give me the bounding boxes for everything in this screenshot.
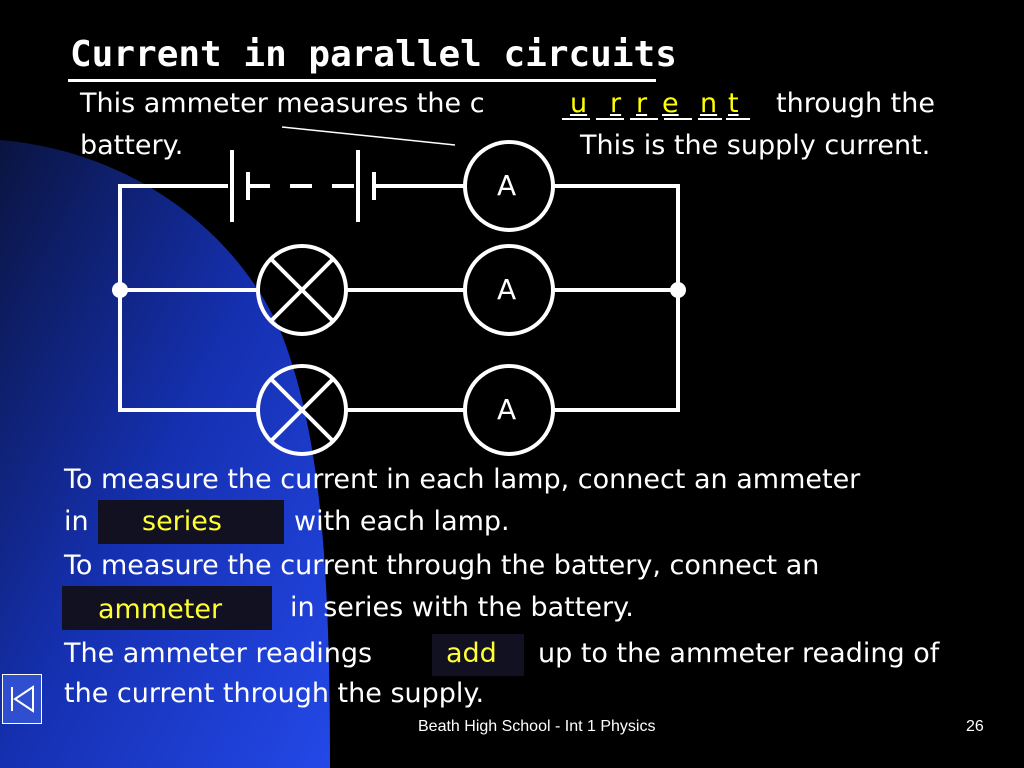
ammeter-label-lamp-2: A — [497, 393, 517, 426]
junction-dot-right — [670, 282, 686, 298]
lamp-1 — [256, 244, 348, 336]
question-1-suffix: with each lamp. — [294, 506, 510, 537]
slide-number: 26 — [966, 718, 984, 735]
pointer-arrow — [281, 126, 456, 146]
page-title: Current in parallel circuits — [70, 34, 677, 75]
intro-line1-prefix: This ammeter measures the c — [80, 88, 485, 119]
blank-letter-1: u — [570, 88, 588, 119]
blank-letter-2: r — [610, 88, 622, 119]
ammeter-lamp-2 — [463, 364, 555, 456]
intro-line2-left: battery. — [80, 130, 184, 161]
answer-ammeter: ammeter — [98, 594, 223, 625]
ammeter-label-supply: A — [497, 169, 517, 202]
title-underline — [68, 79, 656, 82]
intro-line1-suffix: through the — [776, 88, 935, 119]
question-2-line1: To measure the current through the batte… — [64, 550, 820, 581]
question-3-suffix: up to the ammeter reading of — [538, 638, 940, 669]
ammeter-lamp-1 — [463, 244, 555, 336]
footer-school: Beath High School - Int 1 Physics — [418, 718, 656, 735]
blank-letter-5: n — [700, 88, 718, 119]
ammeter-label-lamp-1: A — [497, 273, 517, 306]
question-1-prefix: in — [64, 506, 89, 537]
question-1-line1: To measure the current in each lamp, con… — [64, 464, 861, 495]
question-3-line2: the current through the supply. — [64, 678, 485, 709]
question-3-prefix: The ammeter readings — [64, 638, 373, 669]
blank-underscores — [562, 118, 750, 120]
ammeter-supply — [463, 140, 555, 232]
blank-letter-3: r — [636, 88, 648, 119]
lamp-2 — [256, 364, 348, 456]
answer-box-3 — [432, 634, 524, 676]
question-2-suffix: in series with the battery. — [290, 592, 634, 623]
answer-box-1 — [98, 500, 284, 544]
junction-dot-left — [112, 282, 128, 298]
answer-add: add — [446, 638, 497, 669]
first-slide-button[interactable] — [2, 674, 42, 724]
answer-series: series — [142, 506, 222, 537]
answer-box-2 — [62, 586, 272, 630]
first-slide-icon — [11, 685, 34, 713]
intro-line2-right: This is the supply current. — [580, 130, 931, 161]
blank-letter-4: e — [662, 88, 679, 119]
blank-letter-6: t — [728, 88, 739, 119]
